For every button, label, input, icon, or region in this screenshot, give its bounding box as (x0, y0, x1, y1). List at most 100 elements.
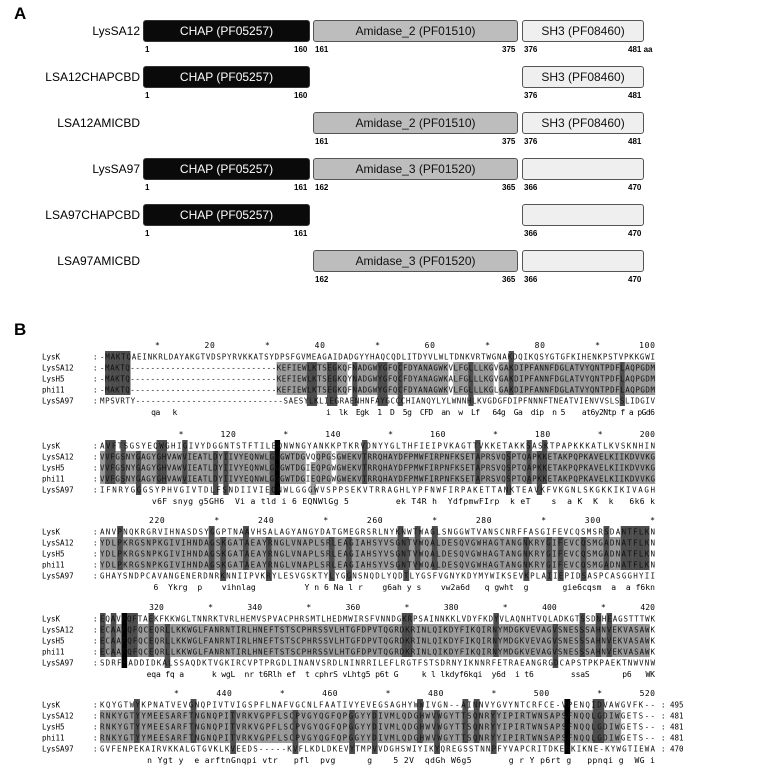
conservation-shading (310, 484, 317, 495)
conservation-shading (116, 635, 122, 646)
conservation-shading (606, 635, 613, 646)
conservation-shading (398, 462, 404, 473)
conservation-shading (326, 451, 332, 462)
domain-start-position: 162 (315, 183, 329, 192)
conservation-shading (279, 451, 286, 462)
sequence-separator: : (93, 550, 98, 559)
conservation-shading (241, 721, 248, 732)
conservation-shading (341, 451, 347, 462)
conservation-shading (386, 559, 393, 570)
conservation-shading (385, 635, 392, 646)
conservation-shading (281, 721, 288, 732)
conservation-shading (455, 646, 462, 657)
conservation-shading (141, 473, 147, 484)
conservation-shading (367, 462, 373, 473)
conservation-shading (105, 721, 112, 732)
conservation-shading (471, 548, 478, 559)
conservation-shading (265, 548, 272, 559)
conservation-shading (286, 373, 292, 384)
conservation-shading (296, 384, 303, 395)
conservation-shading (420, 548, 427, 559)
conservation-shading (604, 384, 610, 395)
conservation-shading (128, 732, 135, 743)
conservation-shading (444, 462, 450, 473)
conservation-shading (387, 373, 393, 384)
conservation-shading (122, 721, 129, 732)
conservation-shading (161, 440, 168, 451)
conservation-shading (132, 646, 138, 657)
conservation-shading (117, 559, 124, 570)
sequence-residues: KQYGTWYKPNATVEVGNQPIVTVIGSPFLNAFVGCNLFAA… (100, 701, 655, 710)
conservation-shading (637, 526, 644, 537)
conservation-shading (352, 362, 358, 373)
conservation-shading (598, 473, 604, 484)
conservation-shading (351, 537, 358, 548)
conservation-shading (466, 559, 473, 570)
conservation-shading (458, 373, 464, 384)
conservation-shading (300, 559, 307, 570)
conservation-shading (328, 548, 335, 559)
conservation-shading (604, 732, 610, 743)
conservation-shading (606, 613, 613, 624)
conservation-shading (619, 451, 625, 462)
conservation-shading (322, 373, 328, 384)
conservation-shading (434, 743, 440, 754)
conservation-shading (637, 548, 644, 559)
conservation-shading (377, 473, 383, 484)
conservation-shading (639, 384, 646, 395)
conservation-shading (505, 484, 512, 495)
conservation-shading (450, 635, 456, 646)
conservation-shading (462, 721, 469, 732)
conservation-shading (277, 559, 284, 570)
conservation-shading (513, 362, 519, 373)
conservation-shading (533, 384, 540, 395)
sequence-separator: : (93, 364, 98, 373)
conservation-shading (120, 362, 126, 373)
conservation-shading (304, 646, 311, 657)
conservation-shading (619, 362, 625, 373)
conservation-shading (552, 451, 558, 462)
conservation-shading (426, 537, 433, 548)
conservation-shading (563, 537, 570, 548)
conservation-shading (546, 548, 553, 559)
conservation-shading (310, 624, 316, 635)
amid-domain-box: Amidase_3 (PF01520) (313, 158, 518, 180)
conservation-shading (479, 732, 486, 743)
conservation-shading (433, 362, 439, 373)
conservation-shading (506, 537, 513, 548)
conservation-shading (417, 721, 424, 732)
conservation-shading (196, 646, 203, 657)
conservation-shading (559, 373, 565, 384)
conservation-shading (362, 462, 368, 473)
conservation-shading (151, 462, 157, 473)
conservation-shading (488, 362, 494, 373)
conservation-shading (167, 710, 174, 721)
conservation-shading (304, 635, 311, 646)
conservation-shading (196, 635, 203, 646)
conservation-shading (503, 362, 509, 373)
conservation-shading (320, 624, 327, 635)
conservation-shading (290, 462, 296, 473)
conservation-shading (126, 635, 133, 646)
conservation-shading (479, 721, 486, 732)
conservation-shading (105, 624, 111, 635)
conservation-shading (331, 646, 338, 657)
conservation-shading (428, 635, 435, 646)
conservation-shading (552, 473, 558, 484)
conservation-shading (541, 710, 548, 721)
conservation-shading (401, 624, 408, 635)
conservation-shading (609, 721, 616, 732)
conservation-shading (277, 624, 284, 635)
conservation-shading (426, 548, 433, 559)
conservation-shading (586, 559, 593, 570)
conservation-shading (332, 362, 338, 373)
conservation-shading (644, 384, 651, 395)
conservation-shading (363, 559, 370, 570)
conservation-shading (449, 548, 455, 559)
conservation-shading (353, 646, 359, 657)
conservation-shading (332, 373, 338, 384)
conservation-shading (115, 384, 121, 395)
conservation-shading (250, 635, 257, 646)
conservation-shading (115, 351, 121, 362)
conservation-shading (580, 537, 587, 548)
